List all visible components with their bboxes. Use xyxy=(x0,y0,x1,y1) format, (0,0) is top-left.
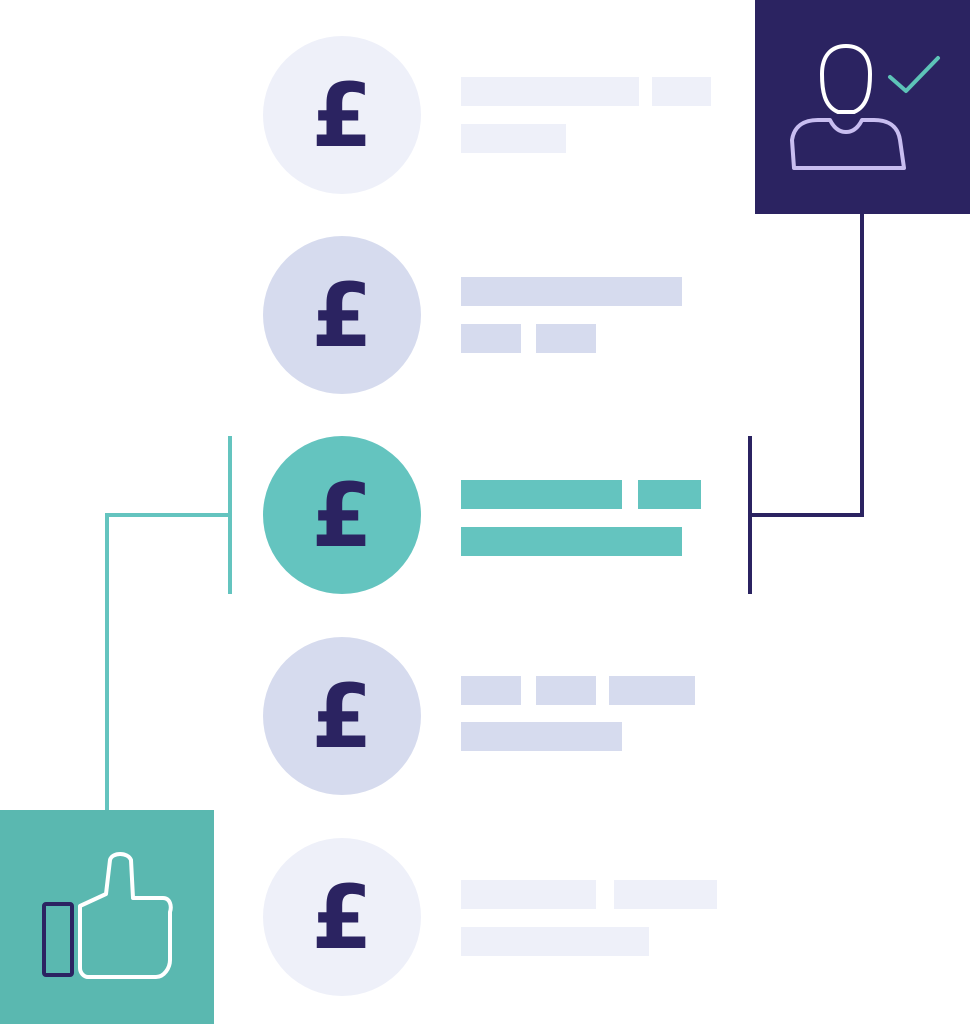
currency-circle xyxy=(263,236,421,394)
placeholder-bar xyxy=(461,676,521,705)
transaction-row-matched: £ xyxy=(263,436,701,594)
currency-circle xyxy=(263,436,421,594)
placeholder-bar xyxy=(461,124,566,153)
currency-circle xyxy=(263,637,421,795)
placeholder-bar xyxy=(536,324,596,353)
placeholder-bar xyxy=(609,676,695,705)
placeholder-bar xyxy=(461,77,639,106)
placeholder-bar xyxy=(461,880,596,909)
thumbs-up-icon xyxy=(42,852,173,979)
placeholder-bar xyxy=(461,722,622,751)
pound-icon: £ xyxy=(311,464,372,567)
placeholder-bar xyxy=(614,880,717,909)
placeholder-bar xyxy=(536,676,596,705)
teal-connector-line xyxy=(105,513,230,810)
transaction-row: £ xyxy=(263,838,717,996)
placeholder-bar xyxy=(461,527,682,556)
placeholder-bar xyxy=(461,480,622,509)
transaction-row: £ xyxy=(263,236,682,394)
connectors xyxy=(105,214,864,810)
placeholder-bar xyxy=(652,77,711,106)
placeholder-bar xyxy=(638,480,701,509)
currency-circle xyxy=(263,838,421,996)
pound-icon: £ xyxy=(311,64,372,167)
verified-user-box xyxy=(755,0,970,214)
transaction-list: £ £ £ £ xyxy=(263,36,717,996)
currency-circle xyxy=(263,36,421,194)
navy-connector-line xyxy=(750,214,864,517)
pound-icon: £ xyxy=(311,264,372,367)
pound-icon: £ xyxy=(311,665,372,768)
transaction-row: £ xyxy=(263,36,711,194)
verified-user-icon xyxy=(790,44,940,170)
placeholder-bar xyxy=(461,277,682,306)
pound-icon: £ xyxy=(311,866,372,969)
transaction-row: £ xyxy=(263,637,695,795)
placeholder-bar xyxy=(461,927,649,956)
approval-box xyxy=(0,810,214,1024)
placeholder-bar xyxy=(461,324,521,353)
approval-box-bg xyxy=(0,810,214,1024)
